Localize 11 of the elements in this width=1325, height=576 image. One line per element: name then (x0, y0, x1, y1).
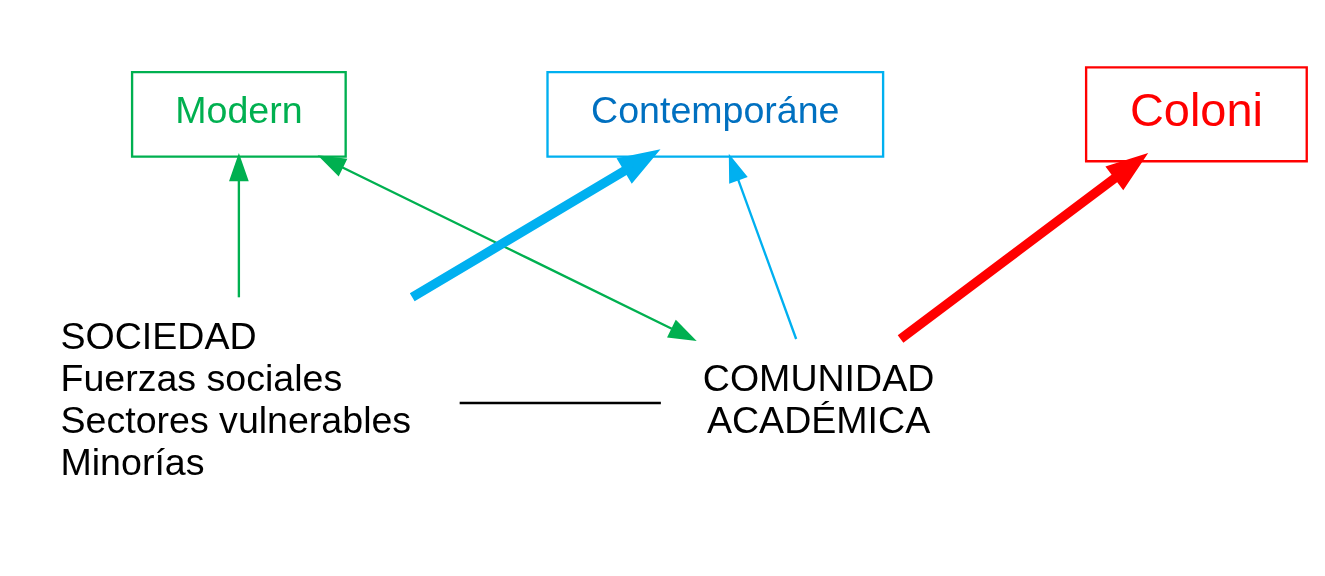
arrow (728, 153, 798, 340)
arrow (229, 153, 249, 298)
node-box: Coloni (1084, 66, 1308, 163)
node-box: Contemporáne (546, 70, 885, 158)
node-text: SOCIEDAD Fuerzas sociales Sectores vulnerables Minorías (60, 314, 412, 484)
arrow (897, 152, 1149, 343)
node-box: Modern (130, 70, 347, 158)
connector (459, 401, 661, 405)
node-text: COMUNIDAD ACADÉMICA (702, 356, 935, 442)
arrow (317, 155, 697, 341)
arrow (409, 149, 661, 302)
